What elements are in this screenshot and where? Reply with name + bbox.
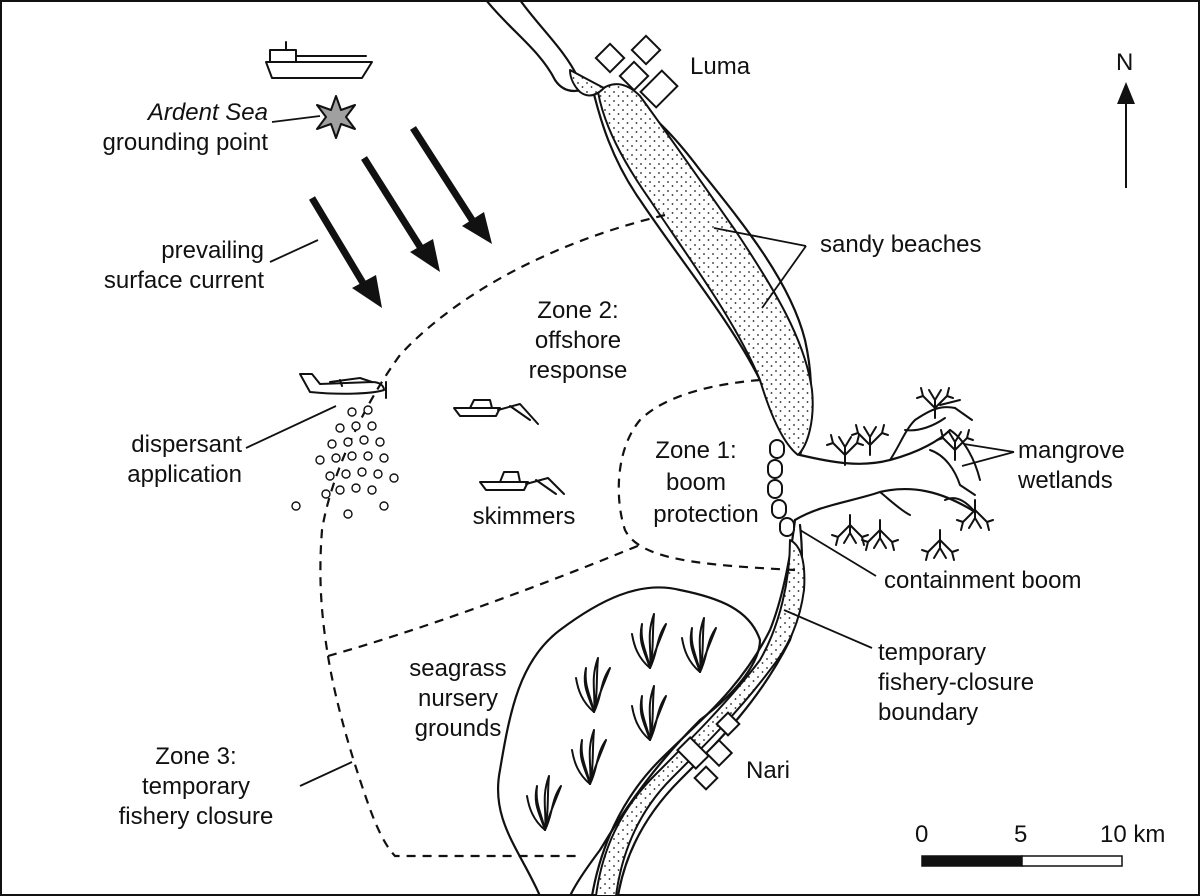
seagrass-icon (526, 775, 562, 831)
skimmers-label: skimmers (473, 503, 576, 530)
zone2-label-line1: Zone 2: (537, 297, 618, 324)
aircraft-icon (299, 373, 387, 399)
building-icon (594, 42, 626, 74)
luma-label: Luma (690, 53, 751, 80)
zone3-label-line3: fishery closure (119, 803, 274, 830)
zone1-label-line1: Zone 1: (655, 437, 736, 464)
grounding-leader (271, 115, 321, 123)
current-leader (269, 239, 319, 263)
seagrass-icon (631, 613, 667, 669)
building-icon (704, 738, 734, 768)
zone2-boundary (319, 213, 666, 657)
dispersant-label-line2: application (127, 461, 242, 488)
seagrass-label-line1: seagrass (409, 655, 506, 682)
current-arrow-icon (410, 126, 492, 244)
mangrove-label-line1: mangrove (1018, 437, 1125, 464)
sandy-beach-strip (569, 69, 605, 97)
beach-leader-1 (713, 227, 807, 247)
nari-label: Nari (746, 757, 790, 784)
building-icon (639, 69, 679, 109)
closure-boundary-label-line1: temporary (878, 639, 986, 666)
grounding-label-line2: grounding point (103, 129, 269, 156)
zone3-label-line2: temporary (142, 773, 250, 800)
boom-label: containment boom (884, 567, 1081, 594)
building-icon (618, 60, 650, 92)
mangrove-leader-2 (961, 451, 1015, 467)
current-arrows (308, 126, 492, 308)
scale-bar: 0 5 10 km (915, 821, 1165, 867)
mangrove-wetlands (826, 387, 994, 561)
map-labels: Ardent Sea grounding point prevailing su… (103, 53, 1125, 830)
seagrass-icon-group (526, 613, 717, 831)
current-arrow-icon (308, 196, 382, 308)
closure-boundary-leader (783, 609, 873, 649)
beaches-label: sandy beaches (820, 231, 981, 258)
dispersant-leader (245, 405, 337, 449)
nari-town (676, 711, 741, 791)
sandy-beach-south (595, 539, 806, 896)
skimmer-boat-icon (479, 471, 565, 495)
seagrass-icon (575, 657, 611, 713)
zone2-label-line2: offshore (535, 327, 621, 354)
luma-town (594, 34, 679, 109)
zone2-label-line3: response (529, 357, 628, 384)
north-label: N (1116, 49, 1133, 76)
dispersant-spray (291, 405, 399, 519)
boom-leader (799, 529, 877, 577)
seagrass-icon (631, 685, 667, 741)
zone2-zone3-divider (327, 543, 641, 658)
dispersant-label-line1: dispersant (131, 431, 242, 458)
seagrass-area (497, 586, 762, 896)
sandy-beach-north (597, 83, 814, 456)
beach-leader-2 (761, 245, 807, 309)
containment-boom (767, 439, 795, 537)
building-icon (630, 34, 662, 66)
seagrass-icon (681, 617, 717, 673)
zone1-boundary (617, 378, 796, 572)
current-label-line2: surface current (104, 267, 264, 294)
zone3-label-line1: Zone 3: (155, 743, 236, 770)
zone-boundaries (319, 213, 796, 858)
grounding-label-line1: Ardent Sea (146, 99, 268, 126)
star-icon (316, 95, 356, 139)
mangrove-leader-1 (963, 443, 1015, 453)
building-icon (715, 711, 741, 737)
current-label-line1: prevailing (161, 237, 264, 264)
mangrove-label-line2: wetlands (1017, 467, 1113, 494)
scale-label-5: 5 (1014, 821, 1027, 848)
closure-boundary-label-line2: fishery-closure (878, 669, 1034, 696)
closure-boundary-label-line3: boundary (878, 699, 978, 726)
scale-label-10: 10 km (1100, 821, 1165, 848)
current-arrow-icon (361, 156, 440, 272)
building-icon (693, 765, 719, 791)
zone3-leader (299, 761, 353, 787)
zone1-label-line2: boom (666, 469, 726, 496)
scale-label-0: 0 (915, 821, 928, 848)
zone3-boundary (326, 655, 578, 858)
seagrass-label-line2: nursery (418, 685, 498, 712)
seagrass-icon (571, 729, 607, 785)
zone1-label-line3: protection (653, 501, 758, 528)
ship-icon (265, 41, 373, 79)
north-arrow: N (1116, 49, 1135, 188)
seagrass-label-line3: grounds (415, 715, 502, 742)
building-icon (676, 736, 710, 770)
skimmer-boat-icon (453, 399, 539, 425)
